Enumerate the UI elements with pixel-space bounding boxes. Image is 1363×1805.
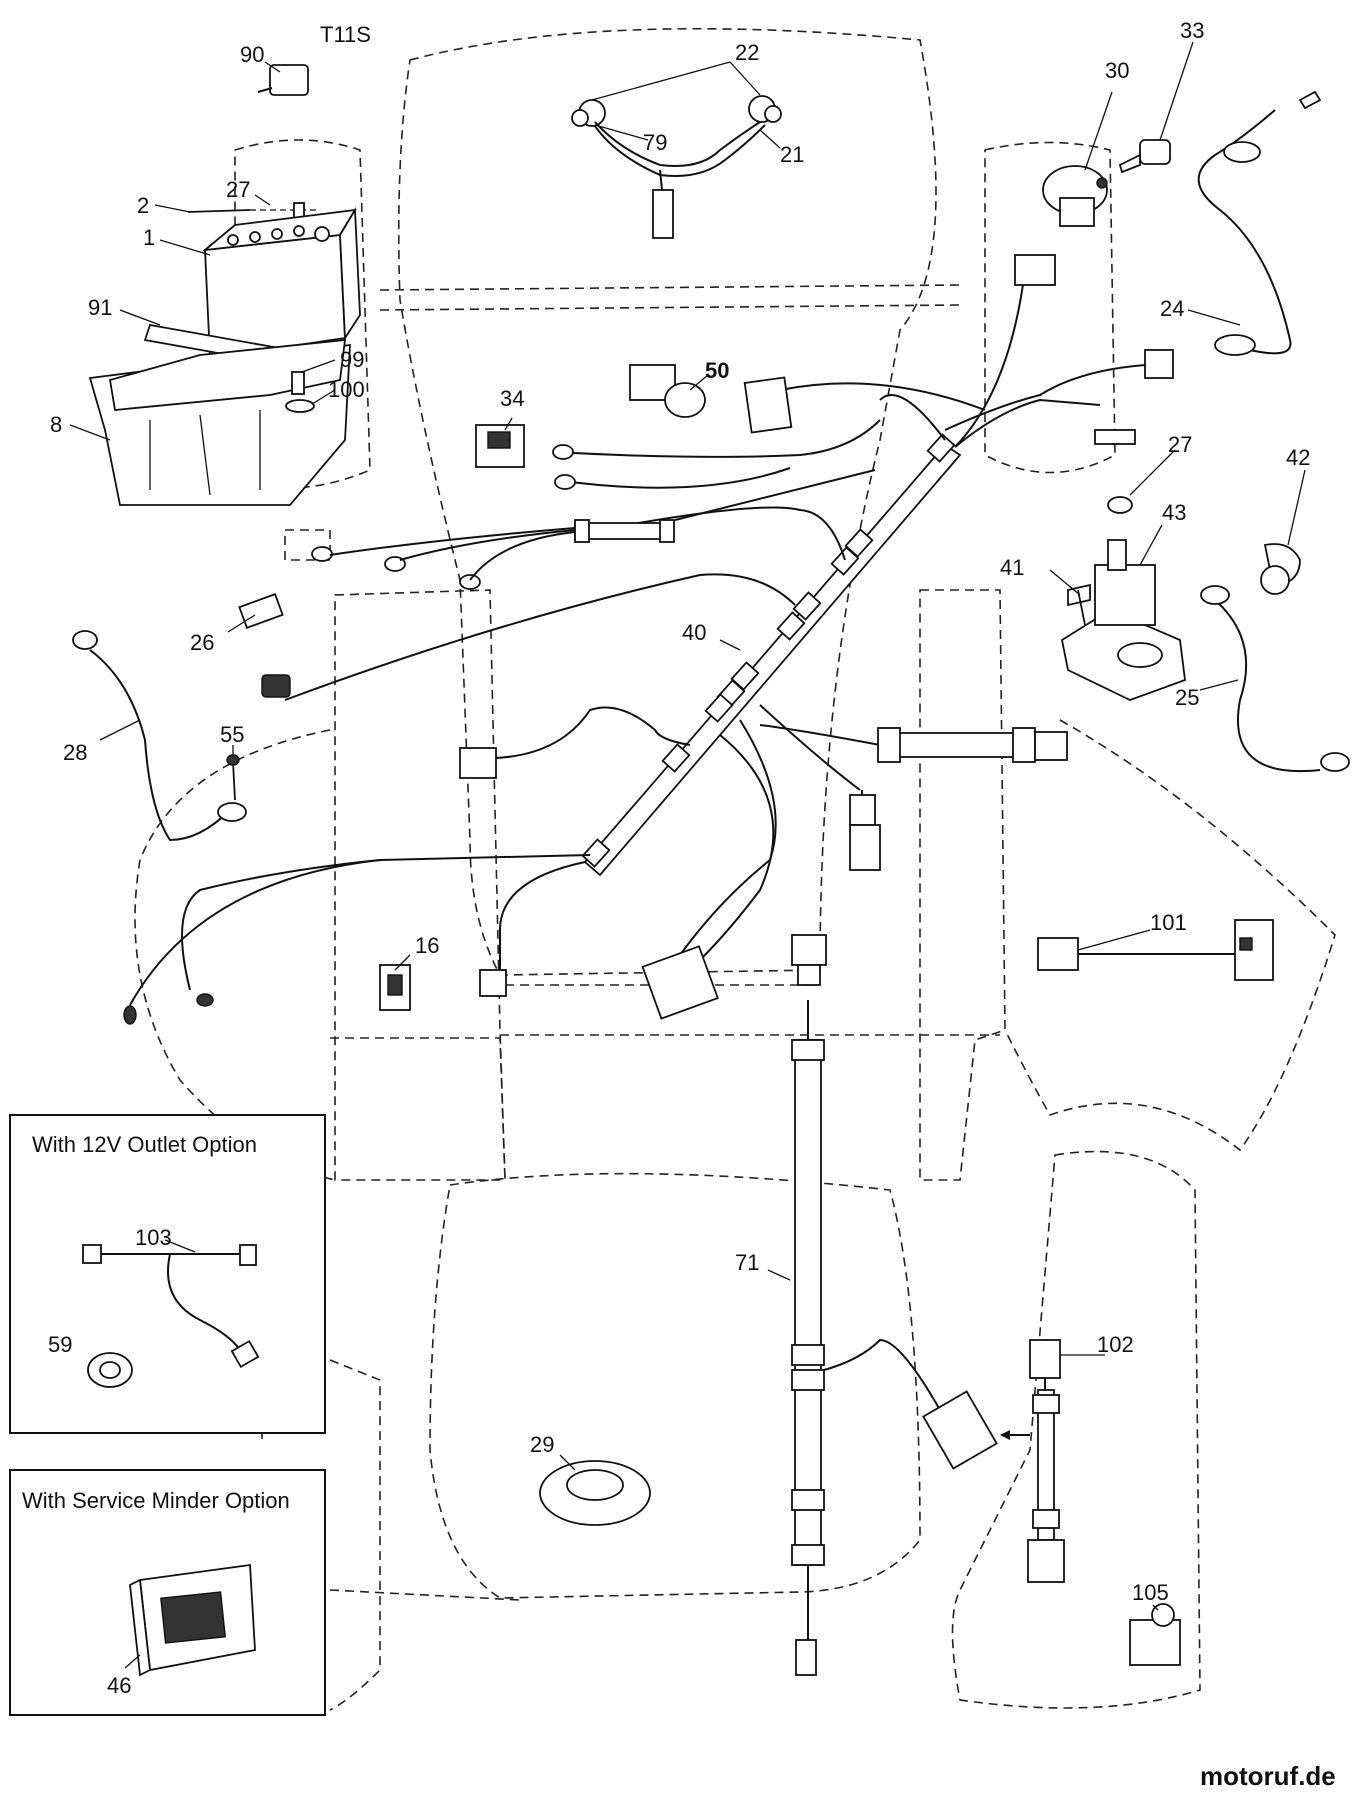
service-minder-option-title: With Service Minder Option <box>22 1488 290 1513</box>
main-wire-harness <box>129 269 1146 1006</box>
misc-parts <box>226 364 1181 1666</box>
callout-25: 25 <box>1175 685 1199 710</box>
callout-27-battery: 27 <box>226 177 250 202</box>
callout-2: 2 <box>137 193 149 218</box>
callout-90: 90 <box>240 42 264 67</box>
leader-lines <box>69 41 1306 1611</box>
callout-29: 29 <box>530 1432 554 1457</box>
starter-solenoid <box>1060 496 1301 701</box>
jumper-harness-102 <box>1000 1339 1065 1583</box>
callout-1: 1 <box>143 225 155 250</box>
callout-30: 30 <box>1105 58 1129 83</box>
callout-43: 43 <box>1162 500 1186 525</box>
ignition-key <box>1118 139 1171 174</box>
callout-100: 100 <box>328 377 365 402</box>
callout-79: 79 <box>643 130 667 155</box>
callout-16: 16 <box>415 933 439 958</box>
callout-91: 91 <box>88 295 112 320</box>
callout-34: 34 <box>500 386 524 411</box>
rear-harness <box>791 934 941 1676</box>
callout-40: 40 <box>682 620 706 645</box>
callout-labels: T11S 90 2 27 1 91 99 100 8 22 79 21 30 3… <box>50 18 1310 1605</box>
small-connectors <box>238 254 1174 1470</box>
callout-71: 71 <box>735 1250 759 1275</box>
callout-21: 21 <box>780 142 804 167</box>
callout-99: 99 <box>340 347 364 372</box>
battery-assembly <box>88 64 361 506</box>
callout-101: 101 <box>1150 910 1187 935</box>
callout-33: 33 <box>1180 18 1204 43</box>
callout-55: 55 <box>220 722 244 747</box>
outlet-option-box: With 12V Outlet Option 103 59 <box>9 1114 326 1434</box>
callout-105: 105 <box>1132 1580 1169 1605</box>
callout-24: 24 <box>1160 296 1184 321</box>
callout-8: 8 <box>50 412 62 437</box>
headlight-harness <box>571 95 782 239</box>
ignition-switch <box>1042 165 1108 227</box>
callout-42: 42 <box>1286 445 1310 470</box>
callout-41: 41 <box>1000 555 1024 580</box>
outlet-option-title: With 12V Outlet Option <box>32 1132 257 1157</box>
connector-harness-101 <box>877 727 1274 981</box>
callout-46: 46 <box>107 1673 131 1698</box>
callout-103: 103 <box>135 1225 172 1250</box>
callout-26: 26 <box>190 630 214 655</box>
callout-102: 102 <box>1097 1332 1134 1357</box>
callout-27-solenoid: 27 <box>1168 432 1192 457</box>
battery-cables <box>72 90 1350 1025</box>
watermark: motoruf.de <box>1200 1761 1336 1791</box>
callout-59: 59 <box>48 1332 72 1357</box>
callout-22: 22 <box>735 40 759 65</box>
service-minder-option-box: With Service Minder Option 46 <box>9 1469 326 1716</box>
model-code: T11S <box>320 22 371 47</box>
callout-50: 50 <box>705 358 729 383</box>
callout-28: 28 <box>63 740 87 765</box>
